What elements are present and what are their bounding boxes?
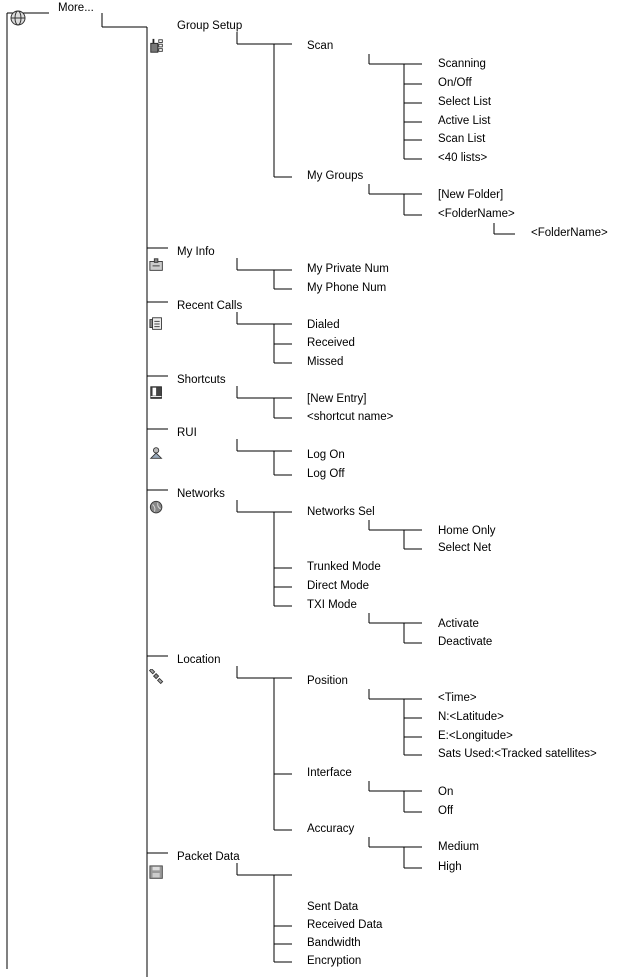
level2-label: High [438,861,462,873]
level1-label: Received Data [307,919,383,931]
level2-label: Scan List [438,133,486,145]
category-label: Packet Data [177,851,240,863]
level3-label: <FolderName> [531,227,608,239]
level1-label: Position [307,675,348,687]
level1-label: Received [307,337,355,349]
level2-label: Scanning [438,58,486,70]
level1-label: Missed [307,356,344,368]
book-icon [149,385,165,401]
level1-label: My Groups [307,170,364,182]
level1-label: Encryption [307,955,362,967]
level1-label: Dialed [307,319,340,331]
level2-label: Select Net [438,542,492,554]
level1-label: Interface [307,767,352,779]
category-label: Group Setup [177,20,243,32]
level2-label: <FolderName> [438,208,515,220]
level1-label: Sent Data [307,901,359,913]
level1-label: My Private Num [307,263,389,275]
radio-icon [149,38,165,54]
globe-icon [9,9,27,27]
level2-label: [New Folder] [438,189,504,201]
level2-label: <40 lists> [438,152,488,164]
level2-label: Deactivate [438,636,493,648]
level2-label: Sats Used:<Tracked satellites> [438,748,597,760]
level1-label: Log On [307,449,345,461]
level1-label: Accuracy [307,823,355,835]
level1-label: My Phone Num [307,282,387,294]
category-label: Networks [177,488,225,500]
level2-label: E:<Longitude> [438,730,513,742]
level2-label: Active List [438,115,491,127]
category-label: Location [177,654,221,666]
level1-label: Trunked Mode [307,561,381,573]
level2-label: Medium [438,841,479,853]
level1-label: Networks Sel [307,506,375,518]
level2-label: On [438,786,454,798]
level2-label: On/Off [438,77,472,89]
root-label: More... [58,2,94,14]
floppy-disk-icon [149,865,165,881]
category-label: RUI [177,427,197,439]
level1-label: Direct Mode [307,580,369,592]
network-globe-icon [149,500,165,516]
level2-label: Off [438,805,454,817]
level2-label: N:<Latitude> [438,711,504,723]
level2-label: Home Only [438,525,496,537]
level2-label: Select List [438,96,492,108]
satellite-icon [148,668,165,685]
level1-label: Scan [307,40,334,52]
id-card-icon [149,257,165,273]
category-label: My Info [177,246,215,258]
level2-label: Activate [438,618,479,630]
level1-label: Log Off [307,468,345,480]
category-label: Recent Calls [177,300,243,312]
level1-label: TXI Mode [307,599,357,611]
level2-label: <Time> [438,692,477,704]
category-label: Shortcuts [177,374,226,386]
level1-label: <shortcut name> [307,411,394,423]
call-log-icon [149,316,165,332]
level1-label: Bandwidth [307,937,361,949]
user-login-icon [149,445,165,461]
level1-label: [New Entry] [307,393,367,405]
